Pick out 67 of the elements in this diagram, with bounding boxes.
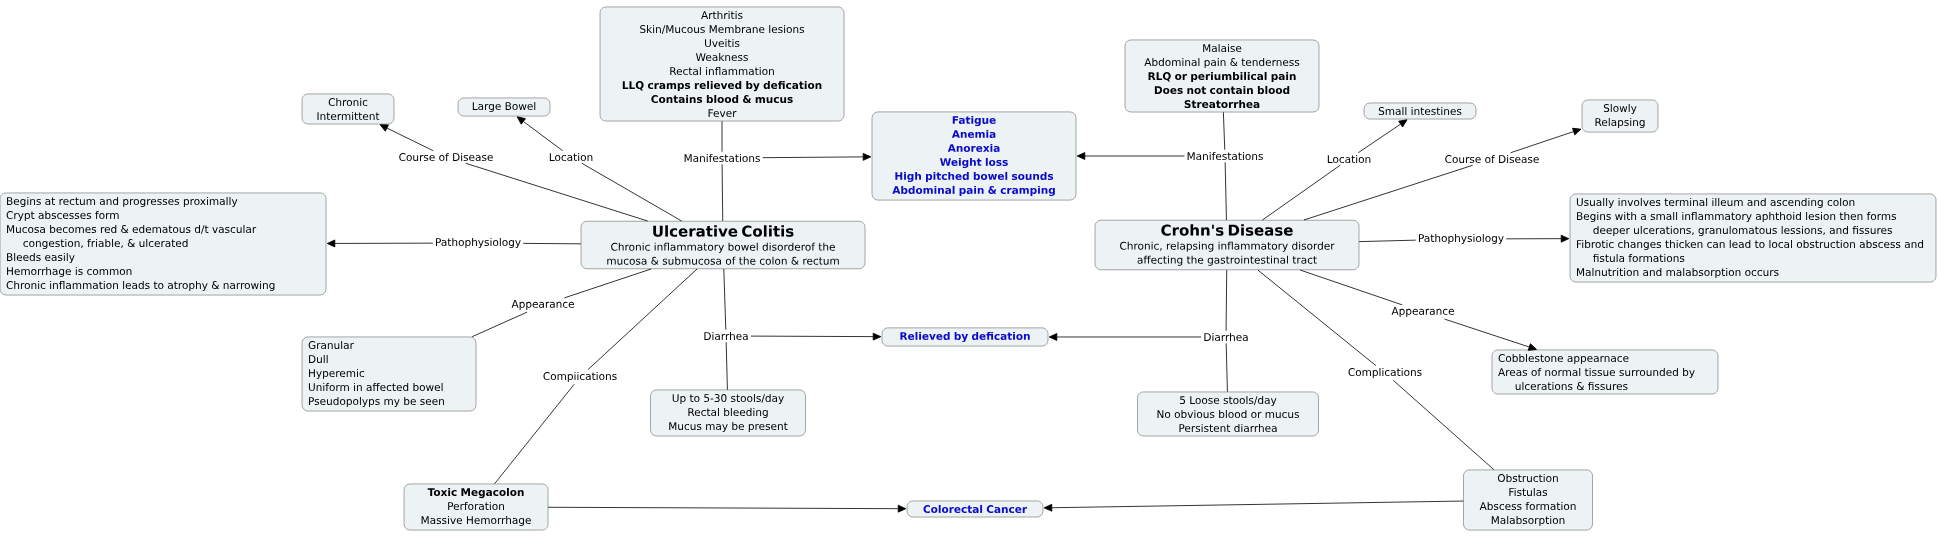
concept-box: Chronic Intermittent [301, 93, 395, 125]
linking-phrase: Manifestations [681, 151, 763, 165]
concept-box: Obstruction Fistulas Abscess formation Malabsorption [1463, 469, 1593, 531]
arrow [1357, 119, 1408, 154]
linking-phrase: Pathophysiology [1416, 231, 1507, 247]
arrow [1510, 127, 1582, 154]
concept-box: Arthritis Skin/Mucous Membrane lesions Uveitis Weakness Rectal inflammation LLQ cramps relieved by defication Contains blood & mucus Fever [599, 6, 845, 122]
linking-phrase: Pathophysiology [433, 235, 524, 251]
concept-box: Malaise Abdominal pain & tenderness RLQ or periumbilical pain Does not contain blood Streatorrhea [1124, 39, 1320, 113]
arrow [326, 239, 434, 248]
connector-line [587, 268, 698, 371]
concept-box: Begins at rectum and progresses proximally Crypt abscesses form Mucosa becomes red & edematous d/t vascular congestion, friable, & ulcerated Bleeds easily Hemorrhage is common Chronic inflammation leads to atrophy & narrowing [0, 192, 327, 296]
concept-box: Slowly Relapsing [1581, 99, 1659, 133]
linking-phrase: Appearance [1389, 305, 1457, 319]
linking-phrase: Complications [1345, 365, 1425, 381]
connector-line [1225, 269, 1228, 332]
connector-line [1225, 342, 1228, 393]
concept-box: Large Bowel [457, 97, 551, 117]
linking-phrase: Diarrhea [1201, 330, 1251, 344]
connector-line [465, 162, 649, 222]
concept-box: Usually involves terminal illeum and ascending colon Begins with a small inflammatory aphthoid lesion then forms deeper ulcerations, granulomatous lessions, and fissures Fibrotic changes thicken can lead to local obstruction abscess and fistula formations Malnutrition and malabsorption occurs [1569, 193, 1937, 283]
linking-phrase: Location [546, 150, 596, 164]
arrow [379, 124, 434, 152]
concept-box: Up to 5-30 stools/day Rectal bleeding Mucus may be present [650, 389, 806, 437]
concept-box: Ulcerative Colitis Chronic inflammatory bowel disorderof the mucosa & submucosa of the colon & rectum [580, 221, 866, 269]
concept-box: Fatigue Anemia Anorexia Weight loss High pitched bowel sounds Abdominal pain & cramping [871, 111, 1077, 201]
connector-line [1299, 269, 1403, 306]
arrow [762, 153, 872, 161]
connector-line [563, 268, 652, 299]
concept-box: Crohn's Disease Chronic, relapsing inflammatory disorder affecting the gastrointestinal tract [1094, 220, 1360, 270]
connector-line [721, 163, 724, 222]
arrow [1444, 318, 1537, 351]
connector-line [494, 383, 575, 485]
connector-line [1224, 161, 1227, 221]
linking-phrase: Manifestations [1184, 149, 1266, 163]
linking-phrase: Appearance [509, 298, 577, 312]
concept-box: Small intestines [1363, 102, 1477, 120]
concept-box: Relieved by defication [881, 327, 1049, 347]
connector-line [1257, 269, 1377, 367]
concept-box: Colorectal Cancer [906, 500, 1044, 518]
connector-line [522, 242, 582, 245]
linking-phrase: Diarrhea [701, 329, 751, 343]
arrow [1076, 152, 1185, 160]
linking-phrase: Location [1324, 152, 1374, 166]
concept-box: Granular Dull Hyperemic Uniform in affected bowel Pseudopolyps my be seen [301, 336, 477, 412]
concept-box: 5 Loose stools/day No obvious blood or mucus Persistent diarrhea [1137, 391, 1319, 437]
connector-line [1262, 164, 1341, 221]
arrow [516, 116, 564, 152]
connector-line [721, 120, 723, 153]
connector-line [1392, 379, 1495, 471]
linking-phrase: Compiications [540, 369, 620, 385]
connector-line [725, 341, 728, 391]
arrow [1505, 234, 1570, 243]
linking-phrase: Course of Disease [396, 150, 496, 164]
connector-line [1358, 239, 1417, 242]
arrow [547, 504, 907, 513]
arrow [1043, 500, 1464, 512]
concept-box: Toxic Megacolon Perforation Massive Hemorrhage [403, 483, 549, 531]
linking-phrase: Course of Disease [1442, 152, 1542, 166]
connector-line [1222, 111, 1226, 151]
concept-box: Cobblestone appearnace Areas of normal tissue surrounded by ulcerations & fissures [1491, 349, 1719, 395]
connector-line [581, 162, 683, 222]
connector-line [723, 268, 727, 331]
arrow [750, 332, 882, 341]
connector-line [1303, 164, 1474, 221]
arrow [1048, 333, 1202, 341]
connector-line [471, 311, 528, 338]
